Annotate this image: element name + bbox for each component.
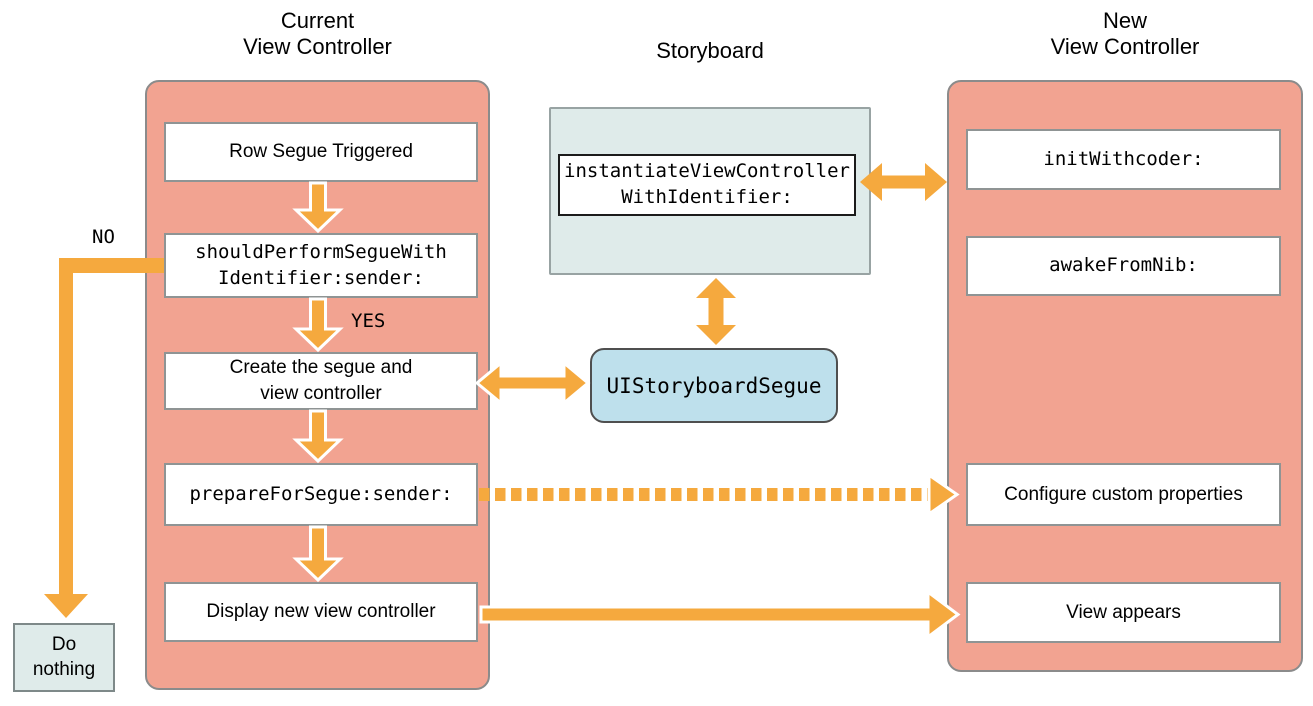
uistoryboardsegue-box: UIStoryboardSegue bbox=[590, 348, 838, 423]
storyboard-title: Storyboard bbox=[656, 38, 764, 63]
current-view-controller-title: Current View Controller bbox=[243, 8, 392, 60]
no-label: NO bbox=[92, 226, 115, 248]
view-appears-box: View appears bbox=[966, 582, 1281, 643]
display-view-appears-arrow-icon bbox=[479, 589, 961, 640]
display-new-view-controller-box: Display new view controller bbox=[164, 582, 478, 642]
row-segue-triggered-box: Row Segue Triggered bbox=[164, 122, 478, 182]
yes-label: YES bbox=[351, 310, 386, 332]
should-perform-segue-box: shouldPerformSegueWith Identifier:sender… bbox=[164, 233, 478, 298]
awake-from-nib-box: awakeFromNib: bbox=[966, 236, 1281, 296]
do-nothing-box: Do nothing bbox=[13, 623, 115, 692]
instantiate-view-controller-box: instantiateViewController WithIdentifier… bbox=[558, 154, 856, 216]
segue-double-arrow-icon bbox=[474, 359, 591, 407]
create-segue-box: Create the segue and view controller bbox=[164, 352, 478, 410]
storyboard-segue-vertical-arrow-icon bbox=[696, 278, 736, 345]
new-view-controller-title: New View Controller bbox=[1050, 8, 1200, 60]
init-with-coder-box: initWithcoder: bbox=[966, 129, 1281, 190]
prepare-for-segue-box: prepareForSegue:sender: bbox=[164, 463, 478, 526]
instantiate-init-double-arrow-icon bbox=[860, 163, 947, 201]
configure-custom-properties-box: Configure custom properties bbox=[966, 463, 1281, 526]
